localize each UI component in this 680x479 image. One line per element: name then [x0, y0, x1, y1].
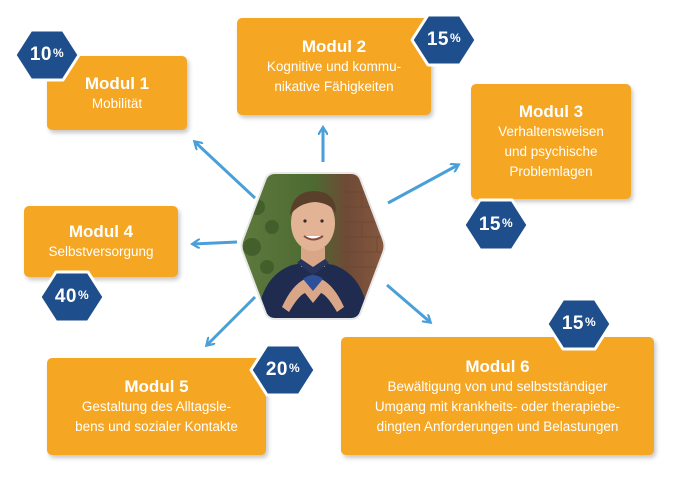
modul-6-line-3: dingten Anforderungen und Belastungen [376, 418, 619, 434]
modul-2-line-2: nikative Fähigkeiten [274, 79, 394, 94]
modul-4-percent: 40 [54, 286, 77, 307]
modul-6-percent-unit: % [584, 315, 597, 329]
modul-1-title: Modul 1 [84, 73, 150, 93]
modul-2-box: Modul 2 Kognitive und kommu- nikative Fä… [237, 18, 431, 115]
modul-6-percent-badge: 15% [544, 296, 614, 352]
modul-2-percent-unit: % [449, 31, 462, 45]
modul-4-percent-badge: 40% [37, 269, 107, 325]
modul-5-box: Modul 5 Gestaltung des Alltagsle- bens u… [47, 358, 266, 455]
modul-2-line-1: Kognitive und kommu- [266, 59, 402, 74]
modul-3-line-2: und psychische [504, 144, 598, 159]
modul-5-percent: 20 [265, 359, 288, 380]
modul-3-percent-unit: % [501, 216, 514, 230]
modul-2-percent-badge: 15% [409, 12, 479, 68]
arrow-to-modul-4 [193, 242, 238, 244]
modul-1-percent-unit: % [52, 46, 65, 60]
modul-4-title: Modul 4 [68, 222, 134, 241]
modul-4-box: Modul 4 Selbstversorgung [24, 206, 178, 277]
modul-3-box: Modul 3 Verhaltensweisen und psychische … [471, 84, 631, 199]
modul-3-percent: 15 [478, 214, 501, 235]
modul-5-line-1: Gestaltung des Alltagsle- [81, 399, 232, 414]
modul-1-percent: 10 [29, 44, 52, 65]
modul-5-title: Modul 5 [124, 377, 189, 396]
modul-3-percent-badge: 15% [461, 197, 531, 253]
modul-4-percent-unit: % [77, 288, 90, 302]
modul-6-line-1: Bewältigung von und selbstständiger [387, 378, 608, 394]
arrow-to-modul-3 [387, 165, 458, 205]
modul-6-line-2: Umgang mit krankheits- oder therapiebe- [374, 398, 621, 414]
modul-1-line-1: Mobilität [91, 95, 143, 111]
modul-5-percent-unit: % [288, 361, 301, 375]
modul-3-line-1: Verhaltensweisen [498, 124, 604, 139]
modul-4-line-1: Selbstversorgung [48, 244, 154, 259]
modul-5-line-2: bens und sozialer Kontakte [75, 419, 238, 434]
modul-1-box: Modul 1 Mobilität [47, 56, 187, 130]
arrow-to-modul-5 [207, 295, 257, 345]
center-photo [240, 172, 386, 320]
arrow-to-modul-1 [195, 142, 257, 200]
modul-6-title: Modul 6 [465, 356, 530, 376]
modul-6-box: Modul 6 Bewältigung von und selbstständi… [341, 337, 654, 455]
modul-2-title: Modul 2 [301, 37, 367, 56]
modul-2-percent: 15 [426, 29, 449, 50]
modul-6-percent: 15 [561, 313, 584, 334]
modul-1-percent-badge: 10% [12, 27, 82, 83]
modul-5-percent-badge: 20% [248, 342, 318, 398]
modul-3-title: Modul 3 [518, 102, 584, 121]
arrow-to-modul-6 [386, 283, 430, 322]
modul-3-line-3: Problemlagen [509, 164, 593, 179]
